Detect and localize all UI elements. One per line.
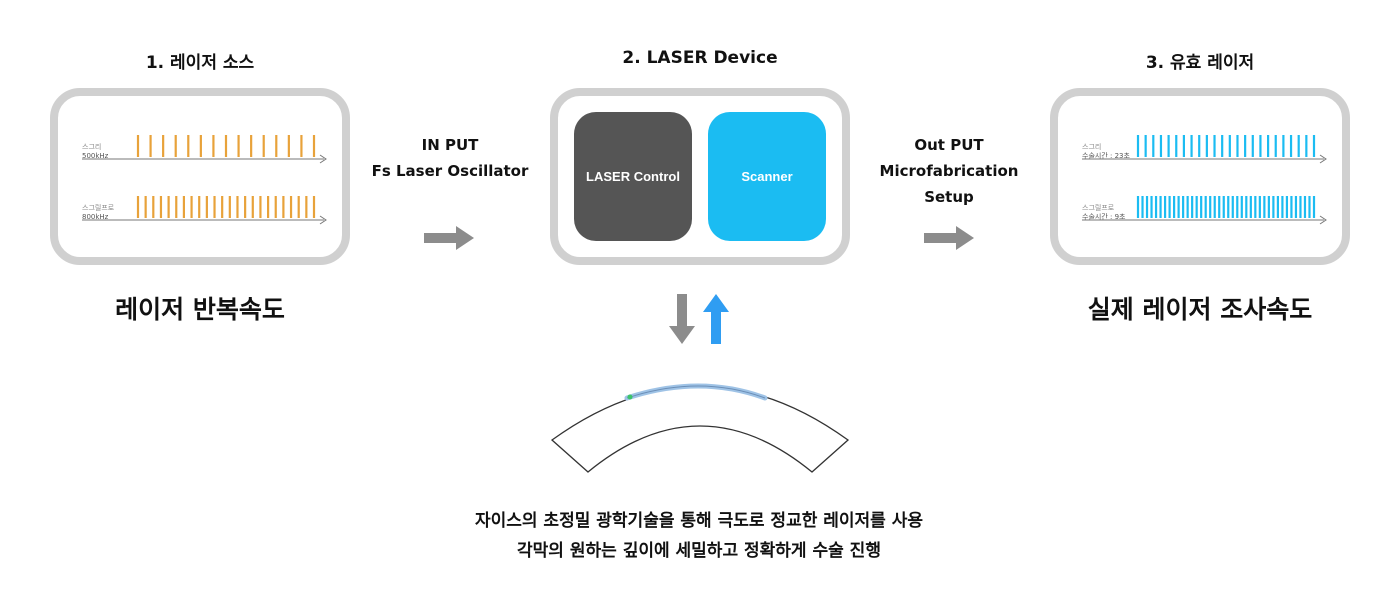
step-1-title: 1. 레이저 소스 <box>145 53 255 73</box>
cornea-shape <box>550 385 850 473</box>
laser-control-block: LASER Control <box>574 112 692 241</box>
caption-line-2: 각막의 원하는 깊이에 세밀하고 정확하게 수술 진행 <box>517 541 881 561</box>
scanner-block: Scanner <box>708 112 826 241</box>
source-summary-label: 레이저 반복속도 <box>115 295 285 324</box>
effective-row-1-label: 스그리 <box>1082 142 1101 151</box>
effective-axis-arrowhead-2 <box>1319 215 1327 225</box>
source-pulse-chart: 스그리 500kHz 스그릴프로 800kHz <box>82 135 327 225</box>
device-panel: LASER Control Scanner <box>550 88 850 265</box>
up-arrow-icon <box>703 294 729 344</box>
source-panel: 스그리 500kHz 스그릴프로 800kHz <box>50 88 350 265</box>
step-2-title: 2. LASER Device <box>622 48 778 68</box>
output-label: Out PUT Microfabrication Setup <box>839 132 1059 210</box>
cornea-diagram <box>550 383 850 473</box>
output-line-2: Microfabrication <box>879 162 1019 180</box>
caption-line-1: 자이스의 초정밀 광학기술을 통해 극도로 정교한 레이저를 사용 <box>474 511 924 531</box>
input-line-2: Fs Laser Oscillator <box>371 162 529 180</box>
output-arrow-icon <box>924 226 974 250</box>
output-line-1: Out PUT <box>914 136 984 154</box>
effective-row-2-time: 수술시간 : 9초 <box>1082 212 1126 221</box>
input-line-1: IN PUT <box>421 136 479 154</box>
source-row-1-label: 스그리 <box>82 142 101 151</box>
down-arrow-icon <box>669 294 695 344</box>
effective-row-2-label: 스그릴프로 <box>1082 204 1115 212</box>
input-arrow-icon <box>424 226 474 250</box>
incision-marker <box>627 394 633 400</box>
effective-panel: 스그리 수술시간 : 23초 스그릴프로 수술시간 : 9초 <box>1050 88 1350 265</box>
caption: 자이스의 초정밀 광학기술을 통해 극도로 정교한 레이저를 사용 각막의 원하… <box>349 506 1049 566</box>
step-3-title: 3. 유효 레이저 <box>1145 53 1255 73</box>
feedback-arrows <box>669 294 729 344</box>
source-row-2-label: 스그릴프로 <box>82 204 115 212</box>
input-label: IN PUT Fs Laser Oscillator <box>340 132 560 184</box>
effective-axis-arrowhead-1 <box>1319 154 1327 164</box>
output-line-3: Setup <box>924 188 974 206</box>
source-axis-arrowhead-2 <box>319 215 327 225</box>
effective-summary-label: 실제 레이저 조사속도 <box>1087 295 1313 324</box>
cornea-flap-edge <box>626 385 766 399</box>
source-row-2-rate: 800kHz <box>82 213 109 221</box>
effective-row-1-time: 수술시간 : 23초 <box>1082 151 1130 160</box>
effective-pulse-chart: 스그리 수술시간 : 23초 스그릴프로 수술시간 : 9초 <box>1082 135 1327 225</box>
source-row-1-rate: 500kHz <box>82 152 109 160</box>
source-axis-arrowhead-1 <box>319 154 327 164</box>
